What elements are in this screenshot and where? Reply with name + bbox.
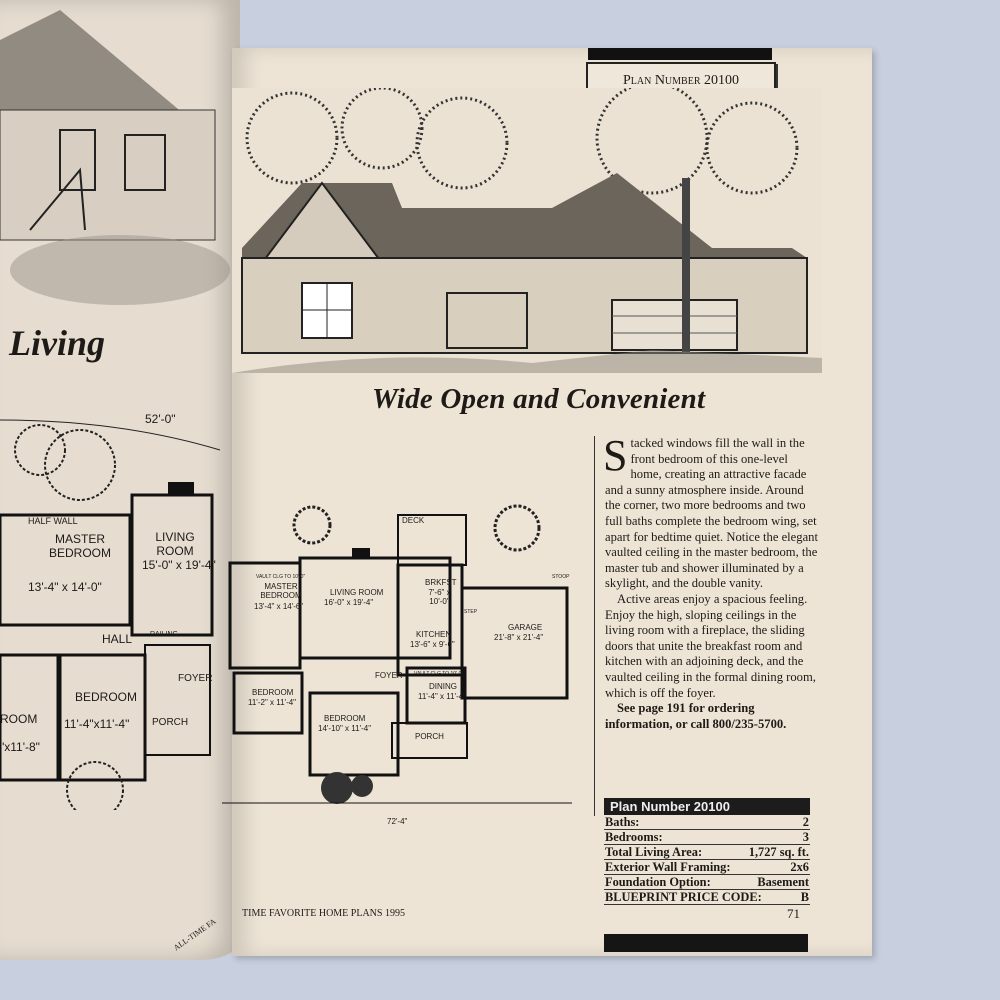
left-room-dim: "x11'-8" (0, 740, 40, 754)
spec-label: Bedrooms: (605, 830, 663, 844)
garage-dim: 21'-8" x 21'-4" (494, 633, 544, 642)
spec-value: 1,727 sq. ft. (748, 845, 809, 859)
ordering-info: See page 191 for ordering information, o… (605, 701, 787, 731)
living-room-dim: 16'-0" x 19'-4" (324, 598, 374, 607)
kitchen-dim: 13'-6" x 9'-6" (410, 640, 455, 649)
left-foyer-label: FOYER (178, 673, 213, 684)
spec-value: 2 (802, 815, 809, 829)
left-room-label: ROOM (0, 712, 38, 726)
kitchen-label: KITCHEN (416, 630, 452, 639)
plan-specs-table: Plan Number 20100 Baths: 2 Bedrooms: 3 Tot… (604, 798, 810, 905)
master-vault-note: VAULT CLG TO 10'-0" (256, 574, 306, 580)
spec-row: BLUEPRINT PRICE CODE: B (604, 890, 810, 905)
paragraph-1: tacked windows fill the wall in the fron… (605, 436, 818, 591)
half-wall-label: HALF WALL (28, 516, 78, 526)
spec-label: Exterior Wall Framing: (605, 860, 731, 874)
spec-row: Exterior Wall Framing: 2x6 (604, 860, 810, 875)
bottom-bar (604, 934, 808, 952)
master-bedroom-dim: 13'-4" x 14'-6" (254, 602, 304, 611)
left-living-room-dim: 15'-0" x 19'-4" (142, 558, 216, 572)
foyer-label: FOYER (375, 671, 403, 680)
bedroom-1-dim: 11'-2" x 11'-4" (248, 698, 297, 707)
left-page: l Living 52'-0" HALF WALL MASTER BEDROOM… (0, 0, 240, 960)
house-elevation-sketch (232, 88, 822, 373)
left-porch-label: PORCH (152, 717, 189, 728)
spec-row: Bedrooms: 3 (604, 830, 810, 845)
left-page-title: l Living (0, 323, 105, 363)
spec-row: Foundation Option: Basement (604, 875, 810, 890)
left-living-room-label: LIVING ROOM (155, 530, 195, 558)
left-railing-label: RAILING (150, 631, 179, 638)
deck-label: DECK (402, 516, 425, 525)
dining-dim: 11'-4" x 11'-4" (418, 692, 467, 701)
floor-plan (222, 504, 572, 804)
bedroom-1-label: BEDROOM (252, 688, 294, 697)
left-plan-width: 52'-0" (145, 412, 176, 426)
plan-tab-bar (588, 48, 772, 60)
left-hall-label: HALL (102, 632, 133, 646)
left-bedroom-label: BEDROOM (75, 690, 138, 704)
breakfast-dim: 7'-6" x 10'-0" (428, 588, 451, 606)
spec-label: Total Living Area: (605, 845, 703, 859)
left-floor-plan (0, 419, 221, 810)
spec-value: B (800, 890, 809, 904)
left-footer: ALL-TIME FA (171, 916, 218, 953)
paragraph-2: Active areas enjoy a spacious feeling. E… (605, 591, 816, 700)
spec-label: Baths: (605, 815, 640, 829)
garage-label: GARAGE (508, 623, 543, 632)
specs-header: Plan Number 20100 (604, 798, 810, 815)
step-label: STEP (464, 609, 478, 615)
drop-cap: S (603, 431, 628, 480)
left-bedroom-dim: 11'-4"x11'-4" (64, 717, 130, 731)
spec-label: Foundation Option: (605, 875, 711, 889)
left-master-bedroom-dim: 13'-4" x 14'-0" (28, 580, 102, 594)
house-sketch-left (0, 10, 230, 305)
right-page: Plan Number 20100 Wide Open and Convenie… (222, 48, 872, 956)
porch-label: PORCH (415, 732, 444, 741)
plan-title: Wide Open and Convenient (372, 383, 706, 415)
spec-value: Basement (757, 875, 809, 889)
spec-row: Baths: 2 (604, 815, 810, 830)
dining-label: DINING (429, 682, 457, 691)
spec-value: 3 (802, 830, 809, 844)
page-number: 71 (787, 906, 800, 921)
left-master-bedroom-label: MASTER BEDROOM (48, 532, 111, 560)
dining-vault-note: VAULT CLG TO 10'-0" (414, 671, 464, 677)
book-footer: TIME FAVORITE HOME PLANS 1995 (242, 908, 405, 919)
spec-row: Total Living Area: 1,727 sq. ft. (604, 845, 810, 860)
master-bedroom-label: MASTER BEDROOM (260, 582, 302, 600)
spec-value: 2x6 (790, 860, 809, 874)
floor-plan-width: 72'-4" (387, 817, 408, 826)
bedroom-2-label: BEDROOM (324, 714, 366, 723)
stoop-label: STOOP (552, 574, 570, 580)
living-room-label: LIVING ROOM (330, 588, 384, 597)
spec-label: BLUEPRINT PRICE CODE: (605, 890, 762, 904)
breakfast-label: BRKFST (425, 578, 457, 587)
bedroom-2-dim: 14'-10" x 11'-4" (318, 724, 372, 733)
